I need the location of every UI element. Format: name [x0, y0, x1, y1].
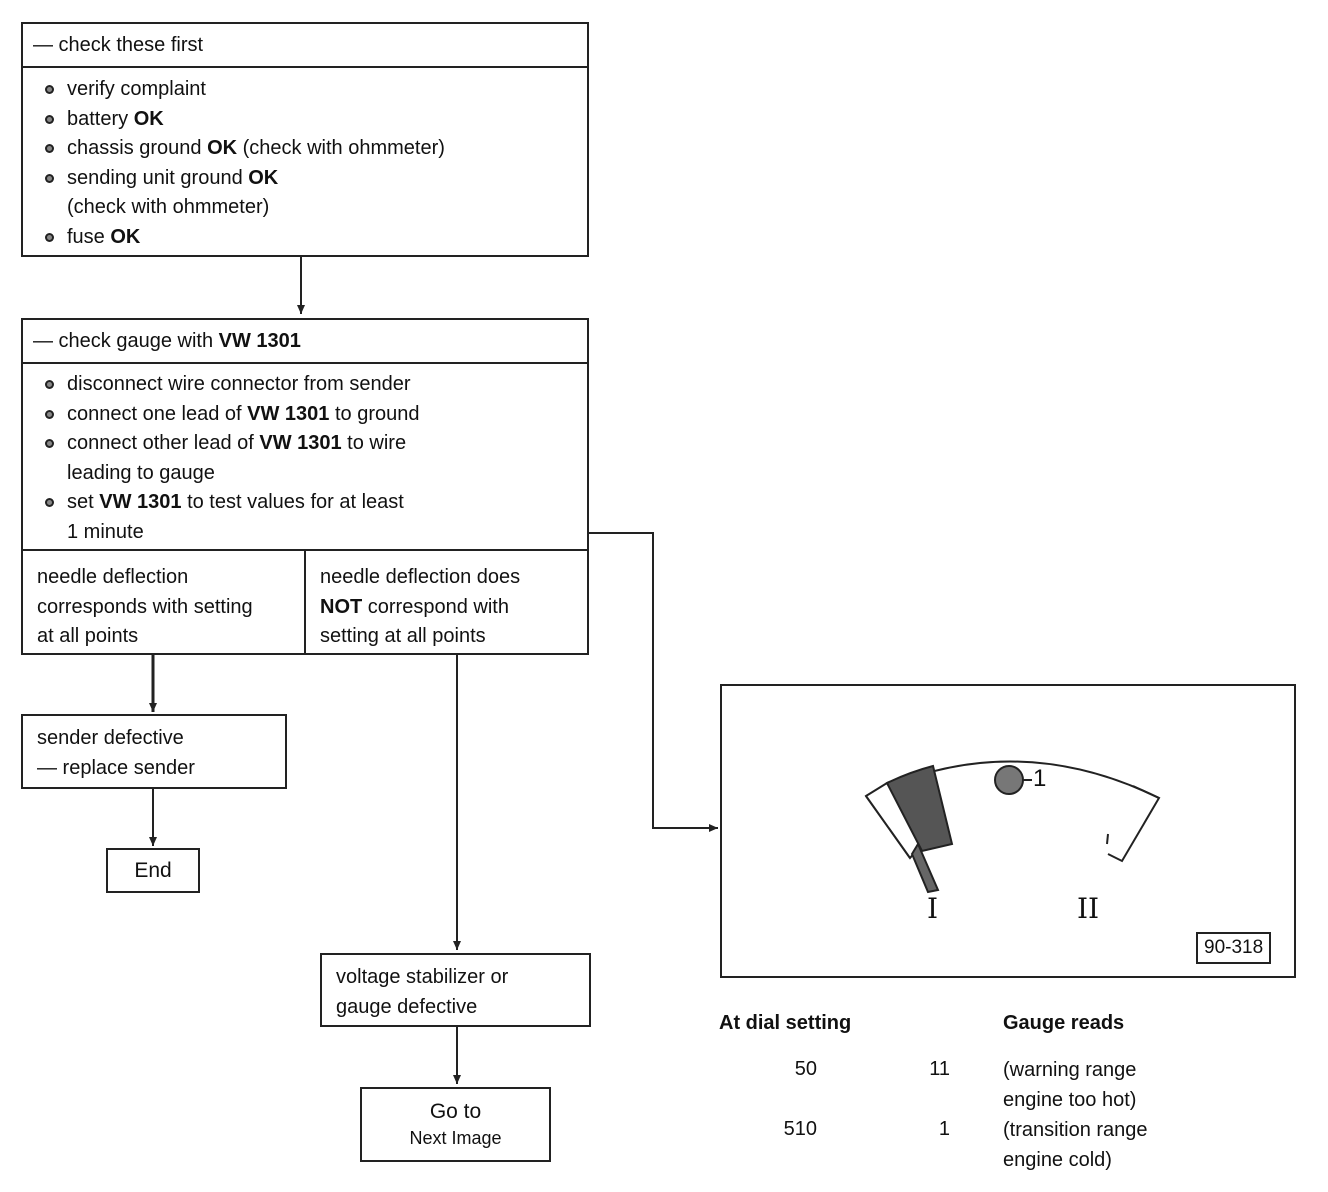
branch-not-line2-rest: correspond with	[362, 595, 509, 618]
check-first-item: (check with ohmmeter)	[67, 193, 581, 223]
branch-not-line2: NOT correspond with	[320, 593, 587, 623]
check-first-item-status: OK	[133, 107, 164, 130]
sender-line2: — replace sender	[37, 756, 195, 779]
check-first-item-text: sending unit ground	[67, 166, 249, 189]
check-gauge-list: disconnect wire connector from sender con…	[45, 370, 581, 548]
bullet-icon	[45, 409, 54, 419]
table-row1-setting: 50	[794, 1058, 817, 1080]
check-gauge-item-text: to ground	[329, 402, 420, 425]
gauge-range-II: II	[1077, 892, 1100, 925]
check-first-item-text: battery	[67, 107, 134, 130]
check-first-item: fuse OK	[45, 223, 581, 253]
tool-name: VW 1301	[247, 402, 330, 425]
bullet-icon	[45, 498, 54, 508]
check-gauge-item-text: 1 minute	[67, 520, 144, 543]
stabilizer-line2: gauge defective	[336, 995, 478, 1018]
table-row1-note2: engine too hot)	[1003, 1089, 1137, 1111]
stabilizer-line1: voltage stabilizer or	[336, 966, 509, 988]
check-gauge-item: connect one lead of VW 1301 to ground	[45, 400, 581, 430]
check-first-header: — check these first	[23, 24, 587, 68]
check-gauge-item-text: set	[67, 491, 100, 514]
table-row1-reads: 11	[929, 1058, 950, 1080]
check-gauge-item: leading to gauge	[67, 459, 581, 489]
check-first-item-status: OK	[207, 137, 238, 160]
stabilizer-box: voltage stabilizer or gauge defective	[320, 953, 591, 1027]
check-first-item-status: OK	[248, 166, 279, 189]
check-gauge-item-text: leading to gauge	[67, 461, 215, 484]
check-first-item-status: OK	[110, 225, 141, 248]
table-row2-note2: engine cold)	[1003, 1149, 1112, 1171]
check-first-item-text: verify complaint	[67, 78, 206, 100]
check-first-box: — check these first verify complaint batt…	[21, 22, 589, 257]
check-first-item: verify complaint	[45, 75, 581, 105]
gauge-right-tick	[1106, 833, 1109, 845]
table-row1-note1: (warning range	[1003, 1059, 1137, 1081]
figure-id: 90-318	[1196, 932, 1272, 964]
check-gauge-item-text: to wire	[341, 432, 407, 455]
branch-not-bold: NOT	[320, 595, 363, 618]
gauge-range-I: I	[927, 892, 939, 925]
gauge-marker-dot	[994, 765, 1024, 795]
check-gauge-header-text: — check gauge with	[33, 330, 219, 352]
check-gauge-item: connect other lead of VW 1301 to wire	[45, 429, 581, 459]
bullet-icon	[45, 85, 54, 94]
check-gauge-header: — check gauge with VW 1301	[23, 320, 587, 364]
branch-corresponds-line3: at all points	[37, 625, 139, 648]
check-first-item: battery OK	[45, 105, 581, 135]
check-gauge-item: disconnect wire connector from sender	[45, 370, 581, 400]
check-first-item-text: (check with ohmmeter)	[67, 196, 270, 219]
gauge-needle	[910, 841, 940, 894]
table-row2-setting: 510	[783, 1118, 817, 1140]
branch-corresponds-line2: corresponds with setting	[37, 595, 253, 618]
bullet-icon	[45, 439, 54, 449]
branch-not-corresponds: needle deflection does NOT correspond wi…	[304, 549, 589, 655]
branch-not-line3: setting at all points	[320, 625, 486, 648]
end-box: End	[106, 848, 200, 893]
gauge-marker-label: 1	[1033, 765, 1047, 792]
sender-defective-box: sender defective — replace sender	[21, 714, 287, 789]
check-gauge-item-text: connect other lead of	[67, 432, 260, 455]
branch-not-line1: needle deflection does	[320, 566, 521, 588]
goto-box[interactable]: Go to Next Image	[360, 1087, 551, 1162]
gauge-figure: 1 I II 90-318	[720, 684, 1296, 978]
bullet-icon	[45, 173, 54, 183]
check-first-item-text: fuse	[67, 225, 111, 248]
table-row2-reads: 1	[938, 1118, 950, 1140]
branch-corresponds-line1: needle deflection	[37, 566, 189, 588]
goto-line1: Go to	[429, 1100, 482, 1123]
check-first-item-text: chassis ground	[67, 137, 208, 160]
gauge-right-band	[1107, 785, 1161, 863]
tool-name: VW 1301	[99, 491, 182, 514]
table-header-setting: At dial setting	[719, 1012, 852, 1034]
check-first-item: chassis ground OK (check with ohmmeter)	[45, 134, 581, 164]
bullet-icon	[45, 114, 54, 124]
check-gauge-item: 1 minute	[67, 518, 581, 548]
check-gauge-box: — check gauge with VW 1301 disconnect wi…	[21, 318, 589, 551]
bullet-icon	[45, 144, 54, 154]
check-gauge-item: set VW 1301 to test values for at least	[45, 488, 581, 518]
branch-corresponds: needle deflection corresponds with setti…	[21, 549, 306, 655]
tool-name: VW 1301	[259, 432, 342, 455]
table-header-reads: Gauge reads	[1003, 1012, 1125, 1034]
check-gauge-item-text: to test values for at least	[181, 491, 404, 514]
gauge-dark-band	[885, 764, 954, 853]
gauge-drawing	[864, 760, 1161, 894]
table-row2-note1: (transition range	[1003, 1119, 1148, 1141]
check-gauge-item-text: connect one lead of	[67, 402, 248, 425]
goto-line2[interactable]: Next Image	[409, 1128, 502, 1148]
end-label: End	[134, 859, 172, 882]
bullet-icon	[45, 380, 54, 389]
check-gauge-header-tool: VW 1301	[218, 330, 301, 352]
bullet-icon	[45, 232, 54, 242]
sender-line1: sender defective	[37, 727, 184, 749]
check-first-item-note: (check with ohmmeter)	[237, 137, 445, 160]
check-first-item: sending unit ground OK	[45, 164, 581, 194]
check-gauge-item-text: disconnect wire connector from sender	[67, 373, 411, 395]
